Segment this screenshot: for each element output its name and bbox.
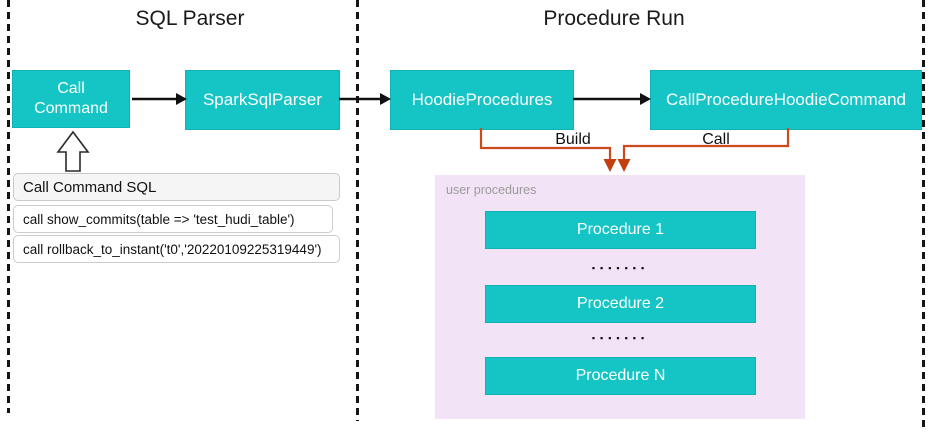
sql-parser-section-title: SQL Parser bbox=[135, 7, 245, 30]
procedure-n-node: Procedure N bbox=[485, 357, 756, 395]
call-command-node: Call Command bbox=[12, 70, 130, 128]
procedure-1-node: Procedure 1 bbox=[485, 211, 756, 249]
call-procedure-hoodie-command-label: CallProcedureHoodieCommand bbox=[665, 90, 906, 110]
procedure-n-label: Procedure N bbox=[575, 367, 666, 384]
procedure-1-label: Procedure 1 bbox=[576, 221, 665, 238]
hoodie-procedures-label: HoodieProcedures bbox=[411, 90, 553, 110]
user-procedures-label: user procedures bbox=[446, 183, 537, 197]
procedure-2-node: Procedure 2 bbox=[485, 285, 756, 323]
right-boundary-dashed-line bbox=[922, 0, 925, 431]
procedure-run-section-title: Procedure Run bbox=[543, 7, 685, 30]
arrow-callcommand-to-sparksqlparser bbox=[132, 93, 187, 105]
procedures-ellipsis: ▪▪▪▪▪▪▪ bbox=[591, 333, 650, 343]
sql-panel-header: Call Command SQL bbox=[13, 173, 340, 201]
procedures-ellipsis: ▪▪▪▪▪▪▪ bbox=[591, 263, 650, 273]
sql-statement-text: call show_commits(table => 'test_hudi_ta… bbox=[23, 211, 295, 227]
sql-statement-text: call rollback_to_instant('t0','202201092… bbox=[23, 241, 322, 257]
build-edge-label: Build bbox=[555, 131, 591, 148]
spark-sql-parser-node: SparkSqlParser bbox=[185, 70, 340, 130]
arrow-sparksqlparser-to-hoodieprocedures bbox=[339, 93, 391, 105]
hoodie-procedures-node: HoodieProcedures bbox=[390, 70, 574, 130]
arrow-hoodieprocedures-to-callprocedurehoodiecommand bbox=[573, 93, 651, 105]
sql-panel-header-label: Call Command SQL bbox=[23, 178, 157, 196]
call-command-label: Call Command bbox=[34, 80, 108, 117]
left-boundary-dashed-line bbox=[7, 0, 10, 413]
spark-sql-parser-label: SparkSqlParser bbox=[202, 90, 323, 110]
sql-statement-row: call rollback_to_instant('t0','202201092… bbox=[13, 235, 340, 263]
middle-boundary-dashed-line bbox=[356, 0, 359, 421]
sql-statement-row: call show_commits(table => 'test_hudi_ta… bbox=[13, 205, 333, 233]
procedure-2-label: Procedure 2 bbox=[576, 295, 665, 312]
user-procedures-panel: user procedures Procedure 1 ▪▪▪▪▪▪▪ Proc… bbox=[435, 175, 805, 419]
call-procedure-hoodie-command-node: CallProcedureHoodieCommand bbox=[650, 70, 922, 130]
call-edge-label: Call bbox=[702, 131, 730, 148]
hollow-up-arrow bbox=[56, 130, 90, 172]
build-connector bbox=[479, 128, 617, 172]
